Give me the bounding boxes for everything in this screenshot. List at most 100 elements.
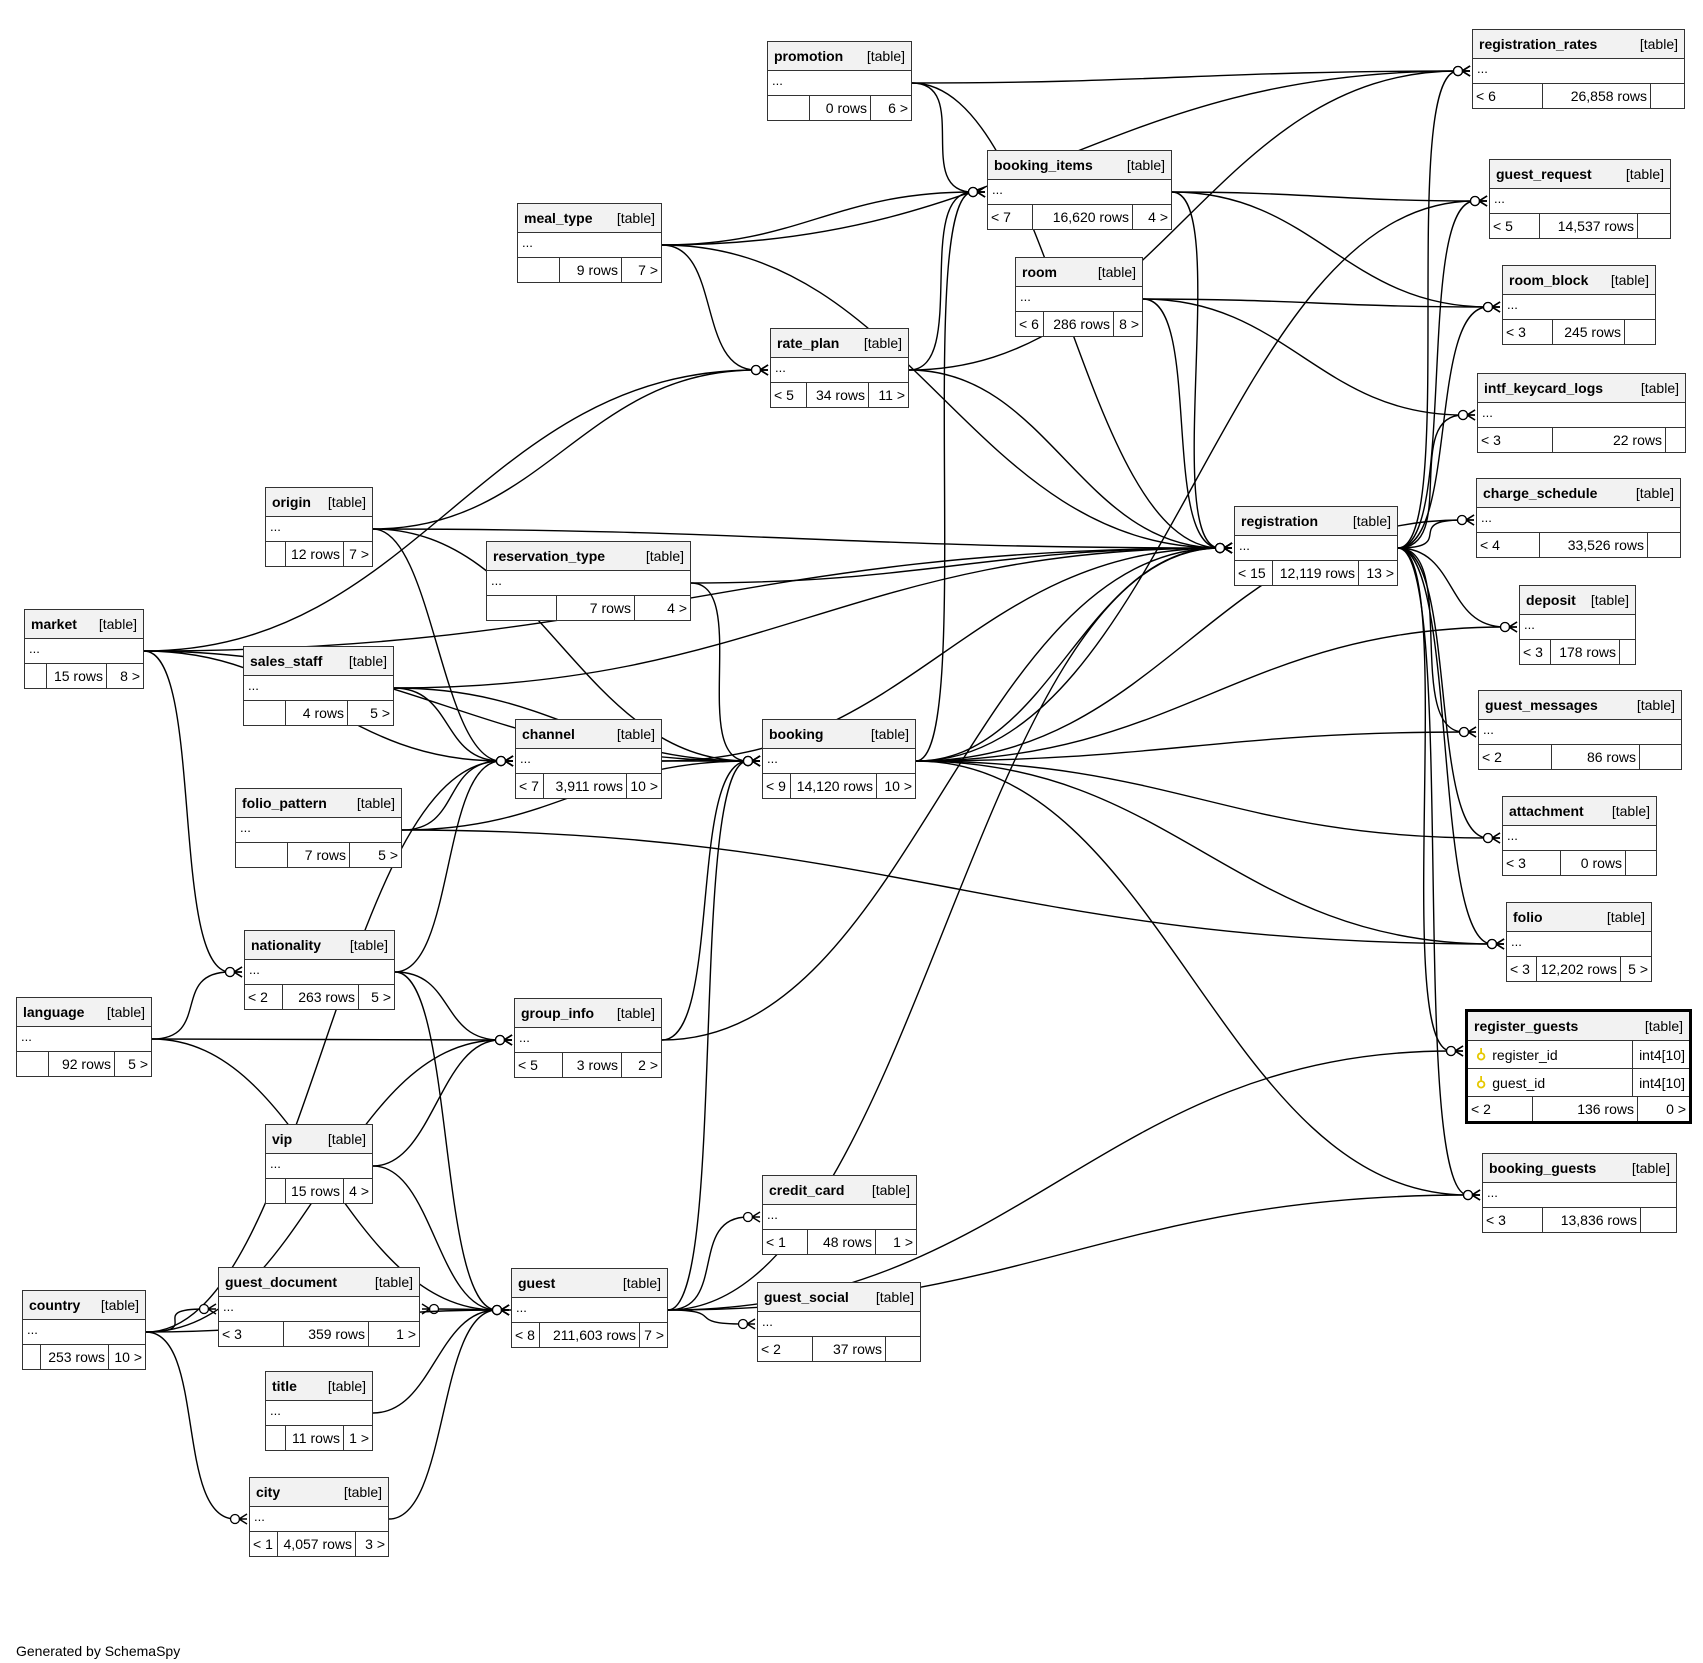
table-header[interactable]: origin[table] <box>266 488 372 517</box>
parent-count-link[interactable]: < 5 <box>771 383 807 407</box>
table-header[interactable]: credit_card[table] <box>763 1176 916 1205</box>
table-name[interactable]: room <box>1022 264 1057 280</box>
table-header[interactable]: room[table] <box>1016 258 1142 287</box>
child-count-link[interactable]: 1 > <box>349 1430 369 1446</box>
parent-count-link[interactable]: < 5 <box>1490 214 1540 238</box>
child-count-link[interactable] <box>1620 640 1635 664</box>
table-name[interactable]: booking <box>769 726 824 742</box>
parent-count-link[interactable] <box>768 96 810 120</box>
table-header[interactable]: booking[table] <box>763 720 915 749</box>
child-count-link[interactable]: 7 > <box>638 262 658 278</box>
parent-count-link[interactable]: < 8 <box>512 1323 540 1347</box>
child-count-link[interactable]: 8 > <box>1119 316 1139 332</box>
table-name[interactable]: promotion <box>774 48 844 64</box>
table-name[interactable]: nationality <box>251 937 322 953</box>
child-count-link[interactable]: 4 > <box>1148 209 1168 225</box>
child-count-link[interactable] <box>1666 428 1685 452</box>
parent-count-link[interactable]: < 4 <box>1477 533 1540 557</box>
table-name[interactable]: reservation_type <box>493 548 606 564</box>
child-count-link[interactable]: 6 > <box>888 100 908 116</box>
child-count-link[interactable]: 7 > <box>644 1327 664 1343</box>
table-header[interactable]: meal_type[table] <box>518 204 661 233</box>
parent-count-link[interactable] <box>266 1179 286 1203</box>
parent-count-link[interactable]: < 3 <box>1478 428 1553 452</box>
table-header[interactable]: nationality[table] <box>245 931 394 960</box>
table-name[interactable]: rate_plan <box>777 335 840 351</box>
table-header[interactable]: rate_plan[table] <box>771 329 908 358</box>
child-count-link[interactable] <box>1651 84 1684 108</box>
table-name[interactable]: vip <box>272 1131 293 1147</box>
table-header[interactable]: guest_social[table] <box>758 1283 920 1312</box>
table-name[interactable]: country <box>29 1297 81 1313</box>
child-count-link[interactable]: 8 > <box>120 668 140 684</box>
table-name[interactable]: charge_schedule <box>1483 485 1598 501</box>
parent-count-link[interactable]: < 2 <box>245 985 283 1009</box>
table-header[interactable]: guest_messages[table] <box>1479 691 1681 720</box>
parent-count-link[interactable] <box>244 701 286 725</box>
child-count-link[interactable]: 5 > <box>371 989 391 1005</box>
child-count-link[interactable]: 4 > <box>667 600 687 616</box>
table-name[interactable]: folio <box>1513 909 1543 925</box>
table-name[interactable]: origin <box>272 494 311 510</box>
table-header[interactable]: deposit[table] <box>1520 586 1635 615</box>
parent-count-link[interactable]: < 1 <box>250 1532 278 1556</box>
parent-count-link[interactable]: < 2 <box>1468 1097 1533 1121</box>
table-name[interactable]: deposit <box>1526 592 1576 608</box>
table-name[interactable]: title <box>272 1378 297 1394</box>
table-name[interactable]: group_info <box>521 1005 595 1021</box>
table-name[interactable]: registration <box>1241 513 1319 529</box>
table-name[interactable]: register_guests <box>1474 1018 1579 1034</box>
table-name[interactable]: market <box>31 616 77 632</box>
table-header[interactable]: guest_document[table] <box>219 1268 419 1297</box>
child-count-link[interactable] <box>1641 1208 1676 1232</box>
child-count-link[interactable] <box>1648 533 1680 557</box>
table-header[interactable]: reservation_type[table] <box>487 542 690 571</box>
child-count-link[interactable]: 7 > <box>349 546 369 562</box>
table-name[interactable]: folio_pattern <box>242 795 327 811</box>
parent-count-link[interactable] <box>236 843 288 867</box>
child-count-link[interactable]: 1 > <box>893 1234 913 1250</box>
table-header[interactable]: country[table] <box>23 1291 145 1320</box>
parent-count-link[interactable]: < 3 <box>1503 851 1561 875</box>
parent-count-link[interactable]: < 1 <box>763 1230 808 1254</box>
parent-count-link[interactable] <box>23 1345 41 1369</box>
child-count-link[interactable] <box>886 1337 920 1361</box>
table-name[interactable]: booking_guests <box>1489 1160 1597 1176</box>
parent-count-link[interactable] <box>487 596 557 620</box>
parent-count-link[interactable] <box>266 542 286 566</box>
table-name[interactable]: intf_keycard_logs <box>1484 380 1604 396</box>
parent-count-link[interactable]: < 15 <box>1235 561 1273 585</box>
parent-count-link[interactable]: < 3 <box>1507 957 1537 981</box>
child-count-link[interactable]: 5 > <box>128 1056 148 1072</box>
parent-count-link[interactable]: < 3 <box>1483 1208 1543 1232</box>
parent-count-link[interactable]: < 3 <box>219 1322 284 1346</box>
table-header[interactable]: guest_request[table] <box>1490 160 1670 189</box>
parent-count-link[interactable]: < 3 <box>1503 320 1553 344</box>
child-count-link[interactable]: 5 > <box>1628 961 1648 977</box>
table-header[interactable]: sales_staff[table] <box>244 647 393 676</box>
table-header[interactable]: language[table] <box>17 998 151 1027</box>
child-count-link[interactable]: 0 > <box>1666 1101 1686 1117</box>
